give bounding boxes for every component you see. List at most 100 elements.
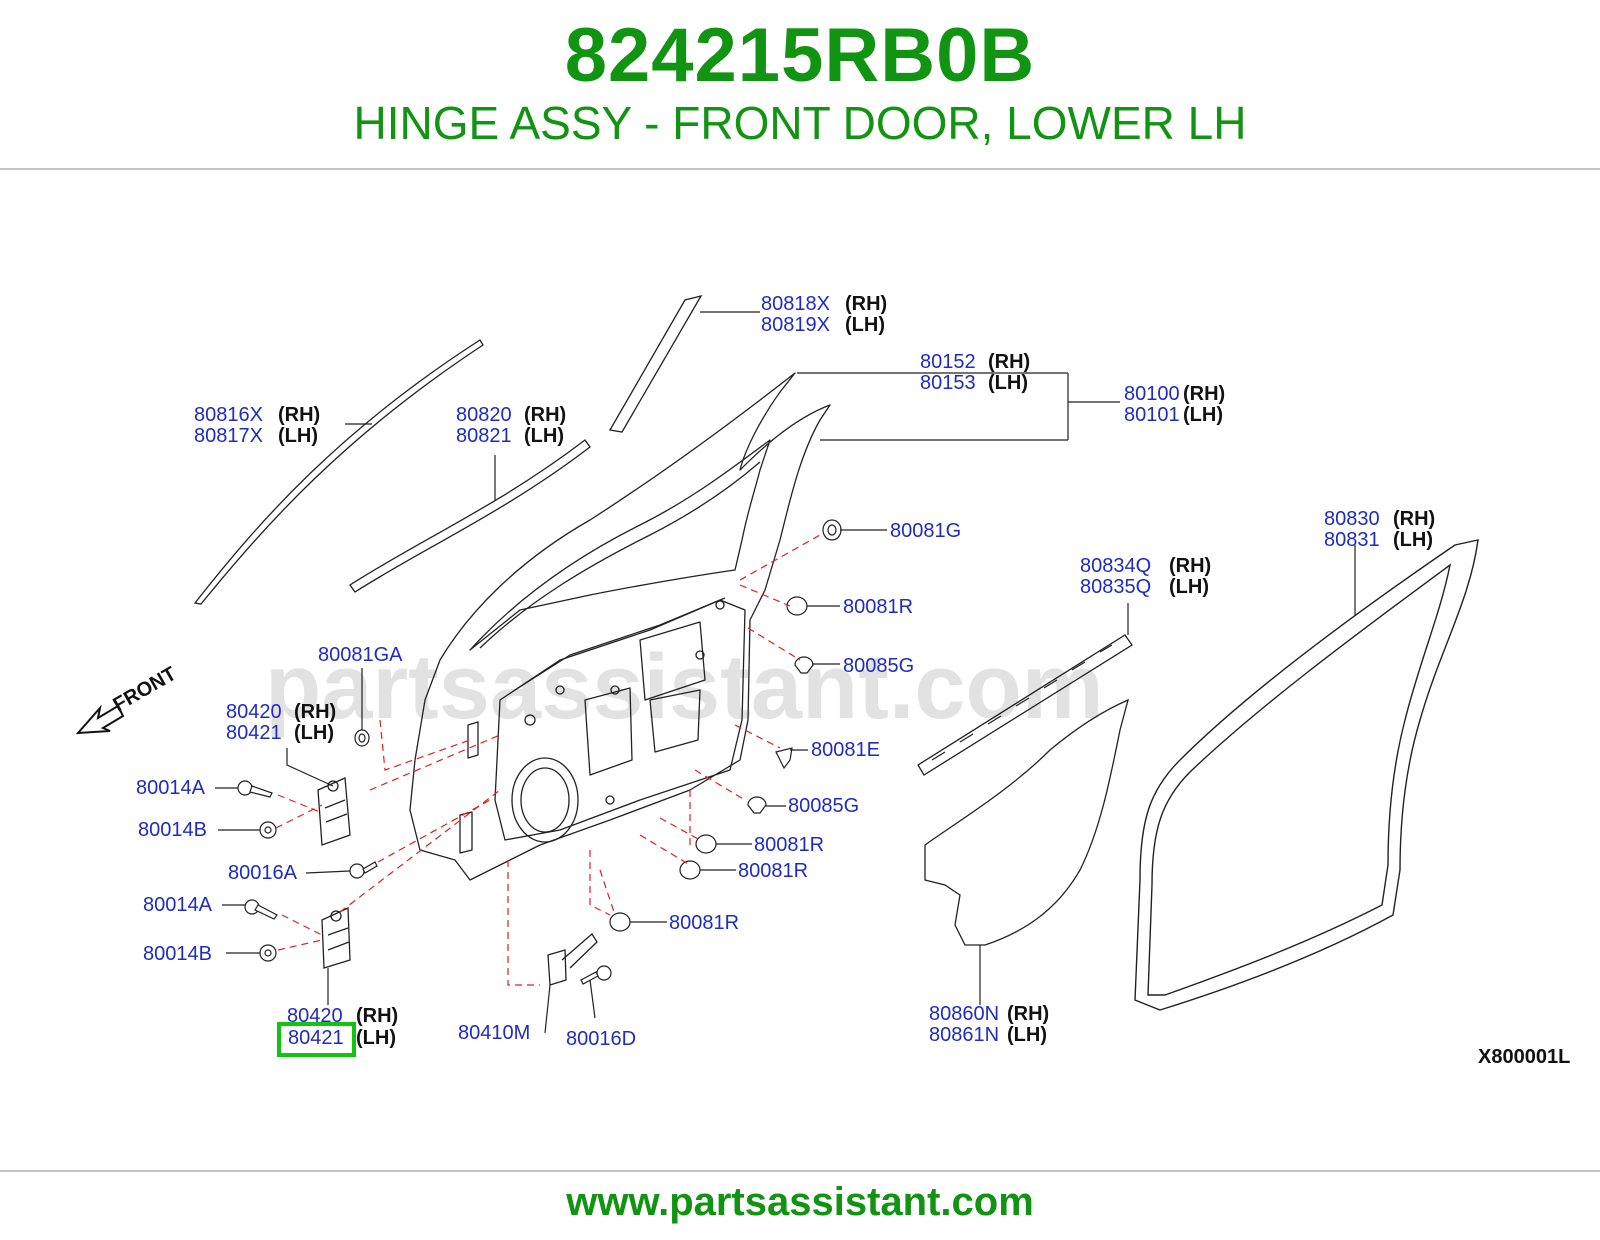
- door-hinge-mount-upper: [467, 721, 479, 759]
- callout-80420-upper-side: (RH): [294, 701, 336, 723]
- callout-80085g-2[interactable]: 80085G: [788, 795, 859, 817]
- plug-80081r-2: [695, 834, 717, 854]
- callout-80153[interactable]: 80153: [920, 372, 976, 394]
- callout-80830-side: (RH): [1393, 508, 1435, 530]
- panel-cutout-2: [584, 687, 633, 776]
- callout-80014a-upper[interactable]: 80014A: [136, 777, 206, 799]
- moulding-strips: [193, 294, 703, 605]
- panel-hole-e: [715, 600, 725, 610]
- highlight-box-80421: [277, 1022, 356, 1057]
- callout-80819x-side: (LH): [845, 314, 885, 336]
- front-label: FRONT: [110, 663, 181, 716]
- callout-80861n[interactable]: 80861N: [929, 1024, 999, 1046]
- speaker-hole-inner: [520, 767, 570, 833]
- callout-labels: 80818X (RH) 80819X (LH) 80152 (RH) 80153…: [136, 293, 1435, 1057]
- callout-80421-lower-side: (LH): [356, 1027, 396, 1049]
- header-divider: [0, 168, 1600, 170]
- bumper-80085g-1: [794, 656, 814, 674]
- door-inner-panel: [494, 599, 746, 841]
- callout-80861n-side: (LH): [1007, 1024, 1047, 1046]
- strip-80816x: [193, 339, 484, 605]
- speaker-hole: [511, 757, 579, 843]
- door-inner-panel-edge: [514, 597, 726, 691]
- door-drawing: [409, 372, 831, 881]
- door-check-80410m: [547, 933, 598, 986]
- part-number-title: 824215RB0B: [564, 13, 1036, 98]
- callout-80100[interactable]: 80100: [1124, 383, 1180, 405]
- panel-hole-f: [605, 795, 615, 805]
- upper-hinge-80420: [317, 777, 351, 846]
- callout-80421-upper[interactable]: 80421: [226, 722, 282, 744]
- panel-cutout-3: [649, 689, 701, 753]
- leader-lines: [215, 311, 1356, 1034]
- callout-80831[interactable]: 80831: [1324, 529, 1380, 551]
- door-window-inner-line: [479, 461, 761, 649]
- door-window-frame: [469, 439, 771, 651]
- footer-url-link[interactable]: www.partsassistant.com: [566, 1180, 1034, 1224]
- nut-80014b-upper: [259, 821, 277, 839]
- callout-80420-lower-side: (RH): [356, 1005, 398, 1027]
- plug-80081r-3: [679, 860, 701, 880]
- footer-divider: [0, 1170, 1600, 1172]
- callout-80834q[interactable]: 80834Q: [1080, 555, 1151, 577]
- callout-80830[interactable]: 80830: [1324, 508, 1380, 530]
- callout-80860n[interactable]: 80860N: [929, 1003, 999, 1025]
- callout-80081g[interactable]: 80081G: [890, 520, 961, 542]
- callout-80821[interactable]: 80821: [456, 425, 512, 447]
- bolt-80016d: [580, 965, 612, 985]
- callout-80816x[interactable]: 80816X: [194, 404, 263, 426]
- grommet-80081ga: [354, 729, 370, 747]
- callout-80081r-2[interactable]: 80081R: [754, 834, 824, 856]
- grommet-80081g: [822, 519, 842, 541]
- callout-80860n-side: (RH): [1007, 1003, 1049, 1025]
- callout-80819x[interactable]: 80819X: [761, 314, 830, 336]
- callout-80834q-side: (RH): [1169, 555, 1211, 577]
- callout-80100-side: (RH): [1183, 383, 1225, 405]
- callout-80816x-side: (RH): [278, 404, 320, 426]
- fasteners: [237, 519, 842, 985]
- callout-80421-lower-highlighted[interactable]: 80421: [288, 1027, 344, 1049]
- belt-trim-80834q: [917, 634, 1133, 776]
- dashed-reference-lines: [275, 534, 821, 986]
- strip-80818x: [608, 294, 703, 433]
- sealing-screen-80860n: [924, 698, 1129, 946]
- nut-80014b-lower: [259, 944, 277, 962]
- callout-80152[interactable]: 80152: [920, 351, 976, 373]
- clip-80081e: [775, 747, 793, 770]
- callout-80818x-side: (RH): [845, 293, 887, 315]
- callout-80081e[interactable]: 80081E: [811, 739, 880, 761]
- callout-80081r-3[interactable]: 80081R: [738, 860, 808, 882]
- bolt-80014a-upper: [237, 780, 273, 798]
- callout-80014b-lower[interactable]: 80014B: [143, 943, 212, 965]
- callout-80152-side: (RH): [988, 351, 1030, 373]
- door-weatherstrip-80830: [1134, 539, 1479, 1011]
- callout-80818x[interactable]: 80818X: [761, 293, 830, 315]
- callout-80085g-1[interactable]: 80085G: [843, 655, 914, 677]
- plug-80081r-4: [609, 912, 631, 932]
- callout-80820[interactable]: 80820: [456, 404, 512, 426]
- door-outer-panel: [409, 372, 831, 881]
- callout-80410m[interactable]: 80410M: [458, 1022, 530, 1044]
- panel-hole-a: [524, 714, 536, 726]
- callout-80101[interactable]: 80101: [1124, 404, 1180, 426]
- callout-80817x[interactable]: 80817X: [194, 425, 263, 447]
- strip-80820: [349, 439, 591, 593]
- callout-80014a-lower[interactable]: 80014A: [143, 894, 213, 916]
- callout-80421-upper-side: (LH): [294, 722, 334, 744]
- callout-80817x-side: (LH): [278, 425, 318, 447]
- bolt-80016a: [349, 861, 378, 879]
- callout-80081ga[interactable]: 80081GA: [318, 644, 403, 666]
- callout-80014b-upper[interactable]: 80014B: [138, 819, 207, 841]
- callout-80420-upper[interactable]: 80420: [226, 701, 282, 723]
- callout-80153-side: (LH): [988, 372, 1028, 394]
- diagram-code: X800001L: [1478, 1046, 1570, 1068]
- callout-80016d[interactable]: 80016D: [566, 1028, 636, 1050]
- front-direction-indicator: FRONT: [75, 663, 181, 735]
- callout-80081r-4[interactable]: 80081R: [669, 912, 739, 934]
- callout-80835q[interactable]: 80835Q: [1080, 576, 1151, 598]
- callout-80081r-1[interactable]: 80081R: [843, 596, 913, 618]
- callout-80016a[interactable]: 80016A: [228, 862, 298, 884]
- panel-hole-c: [610, 685, 620, 695]
- callout-80420-lower[interactable]: 80420: [287, 1005, 343, 1027]
- lower-hinge-80421: [321, 907, 351, 969]
